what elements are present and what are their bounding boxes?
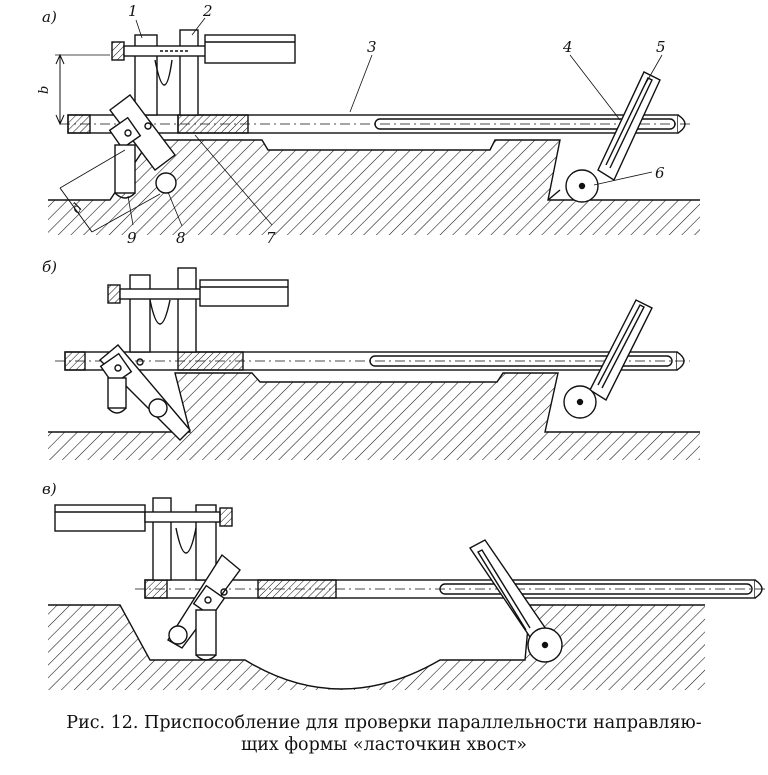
panel-b	[48, 267, 700, 460]
base-body-b	[48, 373, 700, 460]
part-label-6: 6	[655, 164, 665, 182]
base-body-c	[48, 605, 705, 690]
panel-letter-c: в)	[42, 480, 57, 498]
panel-c	[48, 497, 765, 690]
part-label-5: 5	[656, 38, 666, 56]
base-outline-b	[48, 372, 700, 433]
roller-arm-a	[547, 71, 661, 203]
probe-arm-b	[98, 344, 191, 441]
base-outline-c	[48, 604, 705, 690]
part-label-1: 1	[128, 2, 138, 20]
probe-arm-c	[167, 553, 241, 661]
panel-a	[48, 17, 700, 235]
panel-letter-b: б)	[42, 258, 57, 276]
part-label-2: 2	[202, 2, 213, 20]
caption-line-2: щих формы «ласточкин хвост»	[240, 735, 528, 755]
base-body-a	[48, 140, 700, 235]
technical-drawing: а) б) в) 1 2 3 4 5 6 7 8 9 b d	[37, 2, 765, 690]
roller-arm-c	[468, 539, 563, 663]
dimension-b: b	[37, 86, 52, 94]
roller-arm-b	[563, 299, 653, 419]
part-label-9: 9	[127, 229, 137, 247]
figure-caption: Рис. 12. Приспособление для проверки пар…	[0, 712, 768, 756]
part-label-7: 7	[266, 229, 276, 247]
part-label-3: 3	[367, 38, 377, 56]
caption-line-1: Рис. 12. Приспособление для проверки пар…	[66, 713, 702, 733]
part-label-4: 4	[562, 38, 573, 56]
part-label-8: 8	[176, 229, 186, 247]
probe-arm-a	[108, 94, 177, 199]
panel-letter-a: а)	[42, 8, 57, 26]
